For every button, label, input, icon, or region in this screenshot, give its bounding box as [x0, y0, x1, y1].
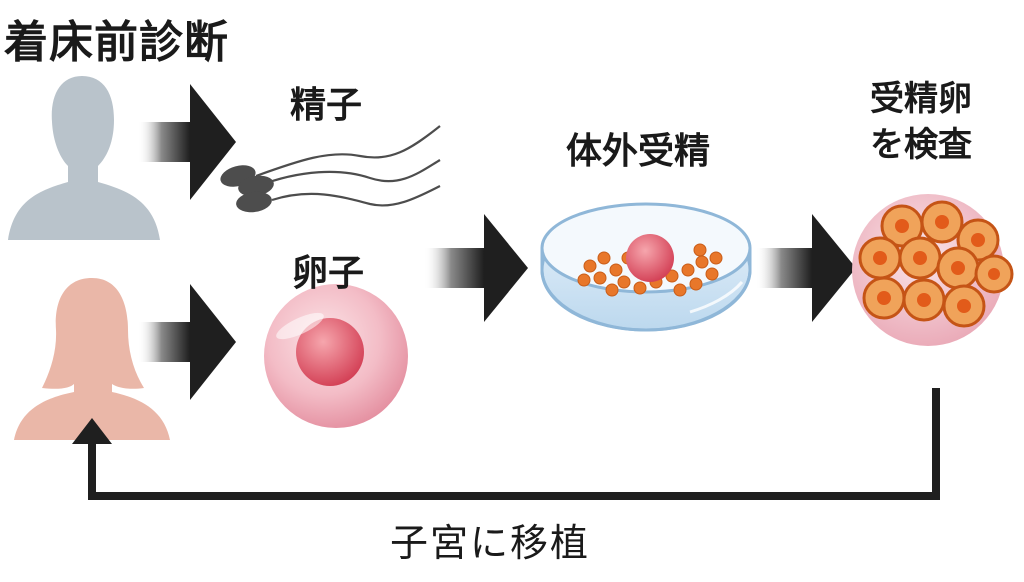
embryo-icon — [852, 194, 1014, 346]
female-silhouette-icon — [14, 278, 170, 440]
diagram-title: 着床前診断 — [4, 17, 229, 68]
ivf-label: 体外受精 — [566, 131, 711, 172]
embryo-label-line2: を検査 — [870, 125, 972, 165]
return-arrowhead-icon — [72, 418, 112, 444]
male-silhouette-icon — [8, 76, 160, 240]
egg-icon — [264, 284, 408, 428]
petri-dish-icon — [540, 202, 752, 332]
transfer-label: 子宮に移植 — [390, 521, 591, 565]
arrow-female-to-egg — [138, 284, 236, 400]
arrow-to-embryo — [756, 214, 856, 322]
sperm-icon — [220, 125, 441, 213]
egg-label: 卵子 — [292, 253, 365, 294]
arrow-male-to-sperm — [138, 84, 236, 200]
return-arrow — [88, 388, 940, 500]
embryo-label-line1: 受精卵 — [870, 79, 972, 119]
embryo-label: 受精卵 を検査 — [836, 76, 1006, 168]
sperm-label: 精子 — [290, 85, 363, 126]
arrow-to-ivf — [424, 214, 528, 322]
